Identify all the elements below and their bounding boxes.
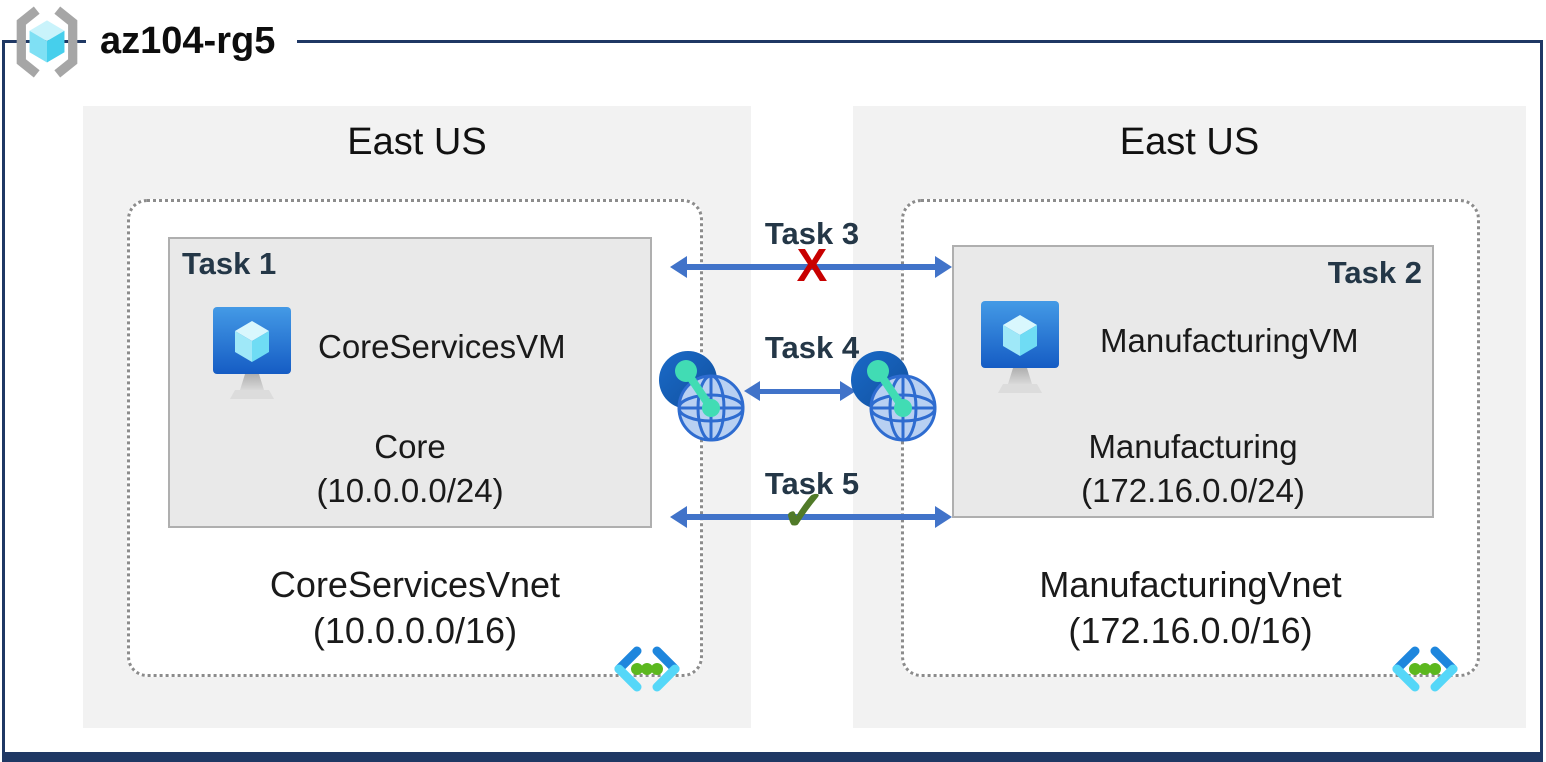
- resource-group-icon: [16, 6, 78, 78]
- arrowhead-left-icon: [670, 506, 687, 528]
- vnet-name-manufacturing: ManufacturingVnet: [1039, 564, 1342, 605]
- task1-label: Task 1: [182, 246, 277, 281]
- task4-arrow: [759, 389, 841, 394]
- arrowhead-right-icon: [935, 256, 952, 278]
- arrowhead-right-icon: [935, 506, 952, 528]
- task2-label: Task 2: [1327, 255, 1422, 290]
- subnet-name-core: Core: [374, 428, 446, 465]
- vm-name-manufacturing: ManufacturingVM: [1100, 322, 1359, 359]
- subnet-cidr-core: (10.0.0.0/24): [316, 472, 504, 509]
- vnet-cidr-coreservices: (10.0.0.0/16): [312, 610, 518, 651]
- resource-group-title: az104-rg5: [86, 14, 298, 68]
- subnet-name-manufacturing: Manufacturing: [1088, 428, 1298, 465]
- vm-name-coreservices: CoreServicesVM: [318, 328, 566, 365]
- virtual-network-icon: [614, 646, 680, 692]
- vnet-peering-icon: [659, 351, 745, 442]
- task5-arrow: [686, 514, 936, 520]
- task3-arrow: [686, 264, 936, 270]
- blocked-x-icon: X: [796, 239, 828, 291]
- arrowhead-left-icon: [670, 256, 687, 278]
- subnet-box-manufacturing: [952, 245, 1434, 518]
- arrowhead-left-icon: [744, 381, 760, 401]
- vnet-name-coreservices: CoreServicesVnet: [269, 564, 561, 605]
- vm-icon: [213, 307, 291, 399]
- vnet-cidr-manufacturing: (172.16.0.0/16): [1068, 610, 1313, 651]
- task3-label: Task 3: [764, 216, 860, 251]
- region-title-left: East US: [347, 121, 487, 163]
- task4-label: Task 4: [764, 330, 860, 365]
- vm-icon: [981, 301, 1059, 393]
- virtual-network-icon: [1392, 646, 1458, 692]
- region-title-right: East US: [1119, 121, 1260, 163]
- allowed-check-icon: ✓: [780, 479, 828, 542]
- vnet-peering-icon: [851, 351, 937, 442]
- resource-group-frame: [2, 40, 1543, 762]
- subnet-cidr-manufacturing: (172.16.0.0/24): [1081, 472, 1305, 509]
- task5-label: Task 5: [764, 466, 860, 501]
